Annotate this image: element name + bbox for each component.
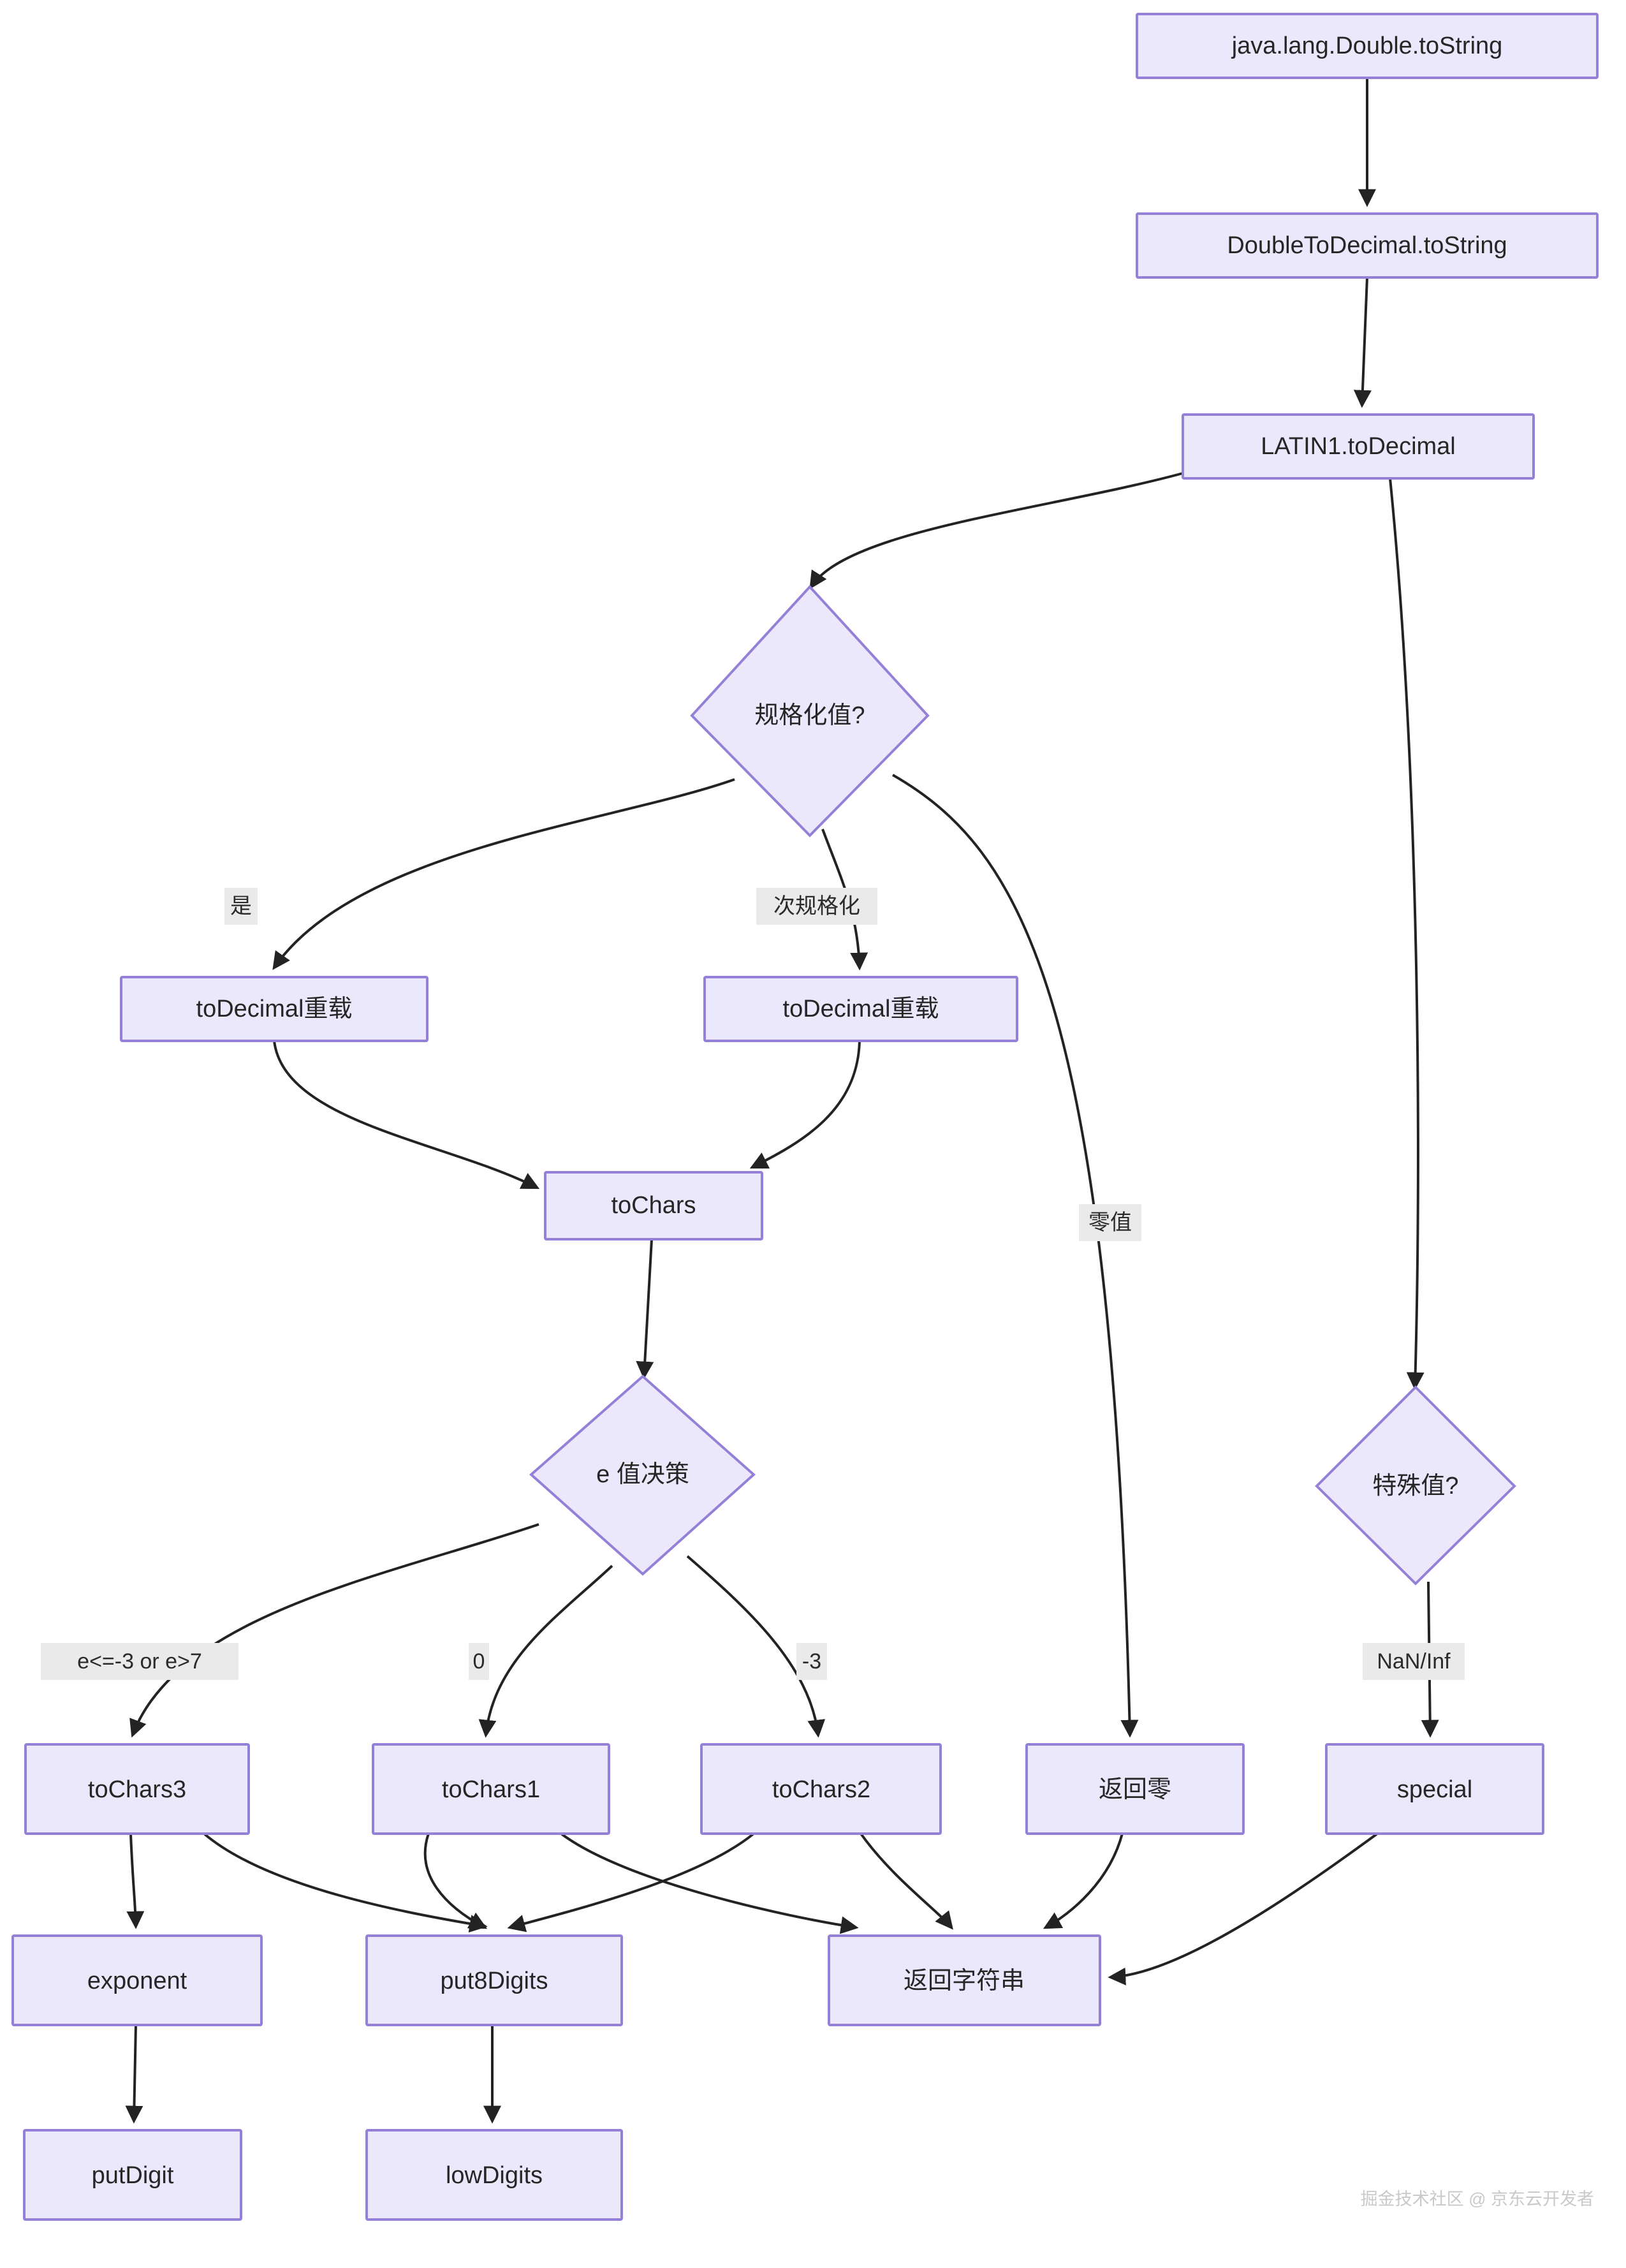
node-label-doubletodecimal-tostring: DoubleToDecimal.toString: [1227, 232, 1507, 259]
edge-label-subnormal: 次规格化: [756, 888, 877, 925]
edge-tochars-to-e-decision: [636, 1239, 654, 1380]
edge-doubletodecimal-to-latin1: [1353, 277, 1372, 408]
edge-e-decision-to-tochars1: [478, 1565, 613, 1738]
nodes-layer: java.lang.Double.toString DoubleToDecima…: [11, 13, 1599, 2221]
watermark: 掘金技术社区 @ 京东云开发者: [1361, 2190, 1594, 2209]
node-tochars2[interactable]: toChars2: [700, 1743, 942, 1835]
node-label-putdigit: putDigit: [92, 2162, 174, 2189]
edge-label-e-neg3-text: -3: [802, 1649, 821, 1674]
edge-label-yes-text: 是: [230, 894, 252, 918]
node-label-java-lang-double-tostring: java.lang.Double.toString: [1231, 33, 1503, 59]
edge-label-e-range-text: e<=-3 or e>7: [77, 1649, 202, 1674]
edge-tochars2-to-return-string: [860, 1832, 953, 1930]
edge-label-zero-value-text: 零值: [1088, 1211, 1132, 1235]
edge-label-yes: 是: [224, 888, 258, 925]
edge-tochars2-to-put8digits: [507, 1832, 755, 1933]
node-todecimal-overload-b[interactable]: toDecimal重载: [703, 976, 1018, 1042]
edge-label-zero-value: 零值: [1079, 1204, 1141, 1241]
node-label-todecimal-overload-a: toDecimal重载: [196, 996, 353, 1022]
node-label-special-value-decision: 特殊值?: [1372, 1473, 1458, 1499]
node-return-string[interactable]: 返回字符串: [828, 1934, 1101, 2026]
node-return-zero[interactable]: 返回零: [1025, 1743, 1245, 1835]
edge-tochars1-to-put8digits: [423, 1833, 488, 1929]
node-lowdigits[interactable]: lowDigits: [365, 2129, 623, 2221]
node-label-exponent: exponent: [87, 1968, 187, 1994]
node-tochars3[interactable]: toChars3: [24, 1743, 250, 1835]
edge-normalized-zero-to-return-zero: [892, 774, 1139, 1738]
edge-latin1-to-special-check: [1389, 478, 1425, 1390]
node-exponent[interactable]: exponent: [11, 1934, 263, 2026]
node-tochars[interactable]: toChars: [544, 1171, 763, 1241]
edge-exponent-to-putdigit: [125, 2024, 143, 2124]
node-special-value-decision[interactable]: 特殊值?: [1315, 1385, 1516, 1586]
edge-normalized-yes-to-todecimal-overload-a: [272, 778, 735, 970]
node-label-normalized-decision: 规格化值?: [754, 702, 865, 729]
edge-todecimal-overload-a-to-tochars: [273, 1040, 540, 1189]
edge-label-e-range: e<=-3 or e>7: [41, 1643, 238, 1680]
node-label-e-value-decision: e 值决策: [596, 1461, 689, 1488]
node-label-return-zero: 返回零: [1099, 1776, 1171, 1803]
node-label-put8digits: put8Digits: [441, 1968, 548, 1994]
edge-return-zero-to-return-string: [1043, 1833, 1124, 1929]
node-label-return-string: 返回字符串: [904, 1968, 1025, 1994]
node-label-tochars3: toChars3: [88, 1776, 186, 1803]
node-label-lowdigits: lowDigits: [446, 2162, 543, 2189]
node-tochars1[interactable]: toChars1: [372, 1743, 610, 1835]
edge-tochars3-to-put8digits: [203, 1832, 488, 1933]
edge-special-to-return-string: [1108, 1832, 1379, 1985]
edge-label-nan-inf: NaN/Inf: [1363, 1643, 1465, 1680]
node-e-value-decision[interactable]: e 值决策: [529, 1374, 756, 1576]
edge-label-e-neg3: -3: [796, 1643, 827, 1680]
edge-tochars1-to-return-string: [560, 1832, 859, 1934]
edge-latin1-to-normalized: [809, 472, 1183, 589]
node-label-tochars2: toChars2: [772, 1776, 870, 1803]
edge-label-e-zero-text: 0: [473, 1649, 485, 1674]
node-label-latin1-todecimal: LATIN1.toDecimal: [1261, 433, 1456, 460]
edge-tochars3-to-exponent: [126, 1833, 145, 1929]
edge-label-e-zero: 0: [469, 1643, 489, 1680]
edges-layer: [125, 78, 1439, 2124]
node-label-todecimal-overload-b: toDecimal重载: [783, 996, 939, 1022]
node-normalized-decision[interactable]: 规格化值?: [690, 585, 930, 837]
node-java-lang-double-tostring[interactable]: java.lang.Double.toString: [1136, 13, 1599, 79]
node-todecimal-overload-a[interactable]: toDecimal重载: [120, 976, 428, 1042]
node-doubletodecimal-tostring[interactable]: DoubleToDecimal.toString: [1136, 212, 1599, 279]
edge-label-subnormal-text: 次规格化: [773, 894, 860, 918]
node-label-tochars: toChars: [611, 1192, 696, 1219]
node-label-tochars1: toChars1: [442, 1776, 540, 1803]
edge-label-nan-inf-text: NaN/Inf: [1377, 1649, 1451, 1674]
node-label-special: special: [1397, 1776, 1472, 1803]
node-special[interactable]: special: [1325, 1743, 1544, 1835]
edge-labels-layer: 是 次规格化 零值 e<=-3 or e>7 0 -3: [41, 888, 1465, 1680]
edge-todecimal-overload-b-to-tochars: [749, 1040, 861, 1169]
node-latin1-todecimal[interactable]: LATIN1.toDecimal: [1182, 413, 1535, 480]
node-put8digits[interactable]: put8Digits: [365, 1934, 623, 2026]
node-putdigit[interactable]: putDigit: [23, 2129, 242, 2221]
edge-e-decision-to-tochars2: [686, 1555, 826, 1738]
edge-e-decision-to-tochars3: [129, 1523, 539, 1738]
